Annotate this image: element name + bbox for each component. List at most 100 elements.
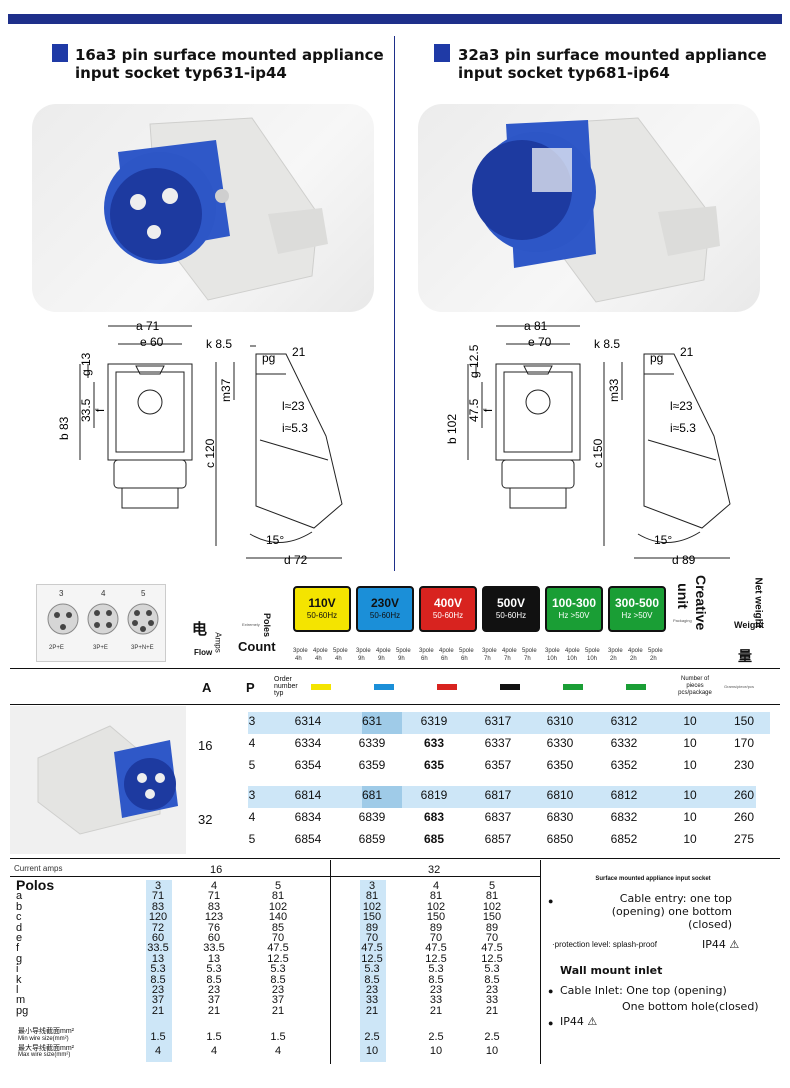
dims-cell: 2.5 xyxy=(428,1031,444,1043)
dims-cell: 89 xyxy=(429,921,443,934)
voltage-color-chip xyxy=(311,684,331,690)
dims-cell: 72 xyxy=(151,921,165,934)
col-header-p: P xyxy=(246,680,255,695)
dim-k-right: k 8.5 xyxy=(594,337,620,351)
hours-label: 4h xyxy=(335,656,342,662)
dims-cell: 81 xyxy=(271,890,285,903)
notes-ip44-b: IP44 ⚠ xyxy=(560,1015,598,1028)
dim-angle-right: 15° xyxy=(654,533,672,547)
dim-d-right: d 89 xyxy=(672,553,696,567)
order-pcs-cell: 10 xyxy=(683,788,697,802)
title-marker-left xyxy=(52,44,68,62)
order-number-cell: 6839 xyxy=(358,810,386,824)
notes-divider xyxy=(540,860,541,1064)
dim-fval-left: 33.5 xyxy=(79,398,93,422)
dims-cell: 102 xyxy=(268,900,288,913)
pole-label: 5pole xyxy=(459,648,474,654)
dims-cell: 21 xyxy=(485,1004,499,1017)
col-header-a: A xyxy=(202,680,212,695)
dims-cell: 5.3 xyxy=(150,963,166,976)
dims-min-wire-en: Min wire size(mm²) xyxy=(18,1036,69,1042)
dims-cell: 13 xyxy=(207,952,221,965)
hours-label: 2h xyxy=(630,656,637,662)
order-number-cell: 6330 xyxy=(546,736,574,750)
dims-row-label: f xyxy=(16,942,20,955)
order-number-cell: 6352 xyxy=(610,758,638,772)
order-weight-cell: 260 xyxy=(733,788,755,802)
order-number-cell: 681 xyxy=(361,788,383,802)
notes-bottom-hole: One bottom hole(closed) xyxy=(622,1000,759,1013)
dims-cell: 12.5 xyxy=(481,952,503,965)
dims-amps-16: 16 xyxy=(210,864,223,876)
dims-cell: 83 xyxy=(207,900,221,913)
pole-label: 3pole xyxy=(356,648,371,654)
order-poles-value: 4 xyxy=(248,736,256,750)
right-product-title: 32a3 pin surface mounted appliance input… xyxy=(458,46,788,82)
dims-cell: 102 xyxy=(482,900,502,913)
left-title-line1: 16a3 pin surface mounted appliance xyxy=(75,46,384,64)
notes-wall-mount: Wall mount inlet xyxy=(560,964,663,977)
dims-row-label: k xyxy=(16,973,22,986)
dims-pole-head: 5 xyxy=(274,880,282,892)
order-number-cell: 6332 xyxy=(610,736,638,750)
header-flow: Flow xyxy=(194,648,213,657)
dims-cell: 21 xyxy=(207,1004,221,1017)
dim-c-right: c 150 xyxy=(591,438,605,468)
pole-label: 4pole xyxy=(439,648,454,654)
dims-cell: 85 xyxy=(271,921,285,934)
dim-fval-right: 47.5 xyxy=(467,398,481,422)
pole-label: 3pole xyxy=(293,648,308,654)
warning-icon-2: ⚠ xyxy=(587,1015,598,1028)
hours-label: 6h xyxy=(421,656,428,662)
dims-cell: 70 xyxy=(485,932,499,944)
dims-cell: 8.5 xyxy=(270,973,286,986)
dims-cell: 4 xyxy=(210,1045,218,1057)
dim-g-left: g 13 xyxy=(79,352,93,376)
pole-label: 5pole xyxy=(333,648,348,654)
dims-row-label: l xyxy=(16,984,19,996)
dims-cell: 70 xyxy=(429,932,443,944)
pole-label: 3pole xyxy=(545,648,560,654)
order-number-cell: 6812 xyxy=(610,788,638,802)
left-title-line2: input socket typ631-ip44 xyxy=(75,64,287,82)
header-liang: 量 xyxy=(738,648,752,664)
hours-label: 9h xyxy=(358,656,365,662)
hours-label: 9h xyxy=(398,656,405,662)
dims-cell: 37 xyxy=(271,994,285,1007)
dims-cell: 21 xyxy=(271,1004,285,1017)
dim-m-left: m37 xyxy=(219,378,233,402)
hours-label: 7h xyxy=(524,656,531,662)
dims-cell: 5.3 xyxy=(270,963,286,976)
dims-cell: 1.5 xyxy=(270,1031,286,1043)
dims-cell: 21 xyxy=(429,1004,443,1017)
col-header-grams: Grams/piece/pcs xyxy=(724,684,755,689)
dims-cell: 12.5 xyxy=(425,952,447,965)
dims-cell: 23 xyxy=(429,984,443,996)
dims-cell: 150 xyxy=(426,911,446,924)
dim-a-right: a 81 xyxy=(524,319,548,333)
dims-cell: 2.5 xyxy=(484,1031,500,1043)
right-title-line1: 32a3 pin surface mounted appliance xyxy=(458,46,767,64)
order-number-cell: 6310 xyxy=(546,714,574,728)
dims-cell: 4 xyxy=(274,1045,282,1057)
dims-cell: 10 xyxy=(365,1045,379,1057)
order-pcs-cell: 10 xyxy=(683,832,697,846)
order-number-cell: 6834 xyxy=(294,810,322,824)
pole-label: 4pole xyxy=(502,648,517,654)
order-pcs-cell: 10 xyxy=(683,736,697,750)
dim-k-left: k 8.5 xyxy=(206,337,232,351)
dims-cell: 2.5 xyxy=(364,1031,380,1043)
order-number-cell: 6832 xyxy=(610,810,638,824)
pole-label: 5pole xyxy=(648,648,663,654)
header-net-weight: Net weight xyxy=(752,577,764,629)
header-dian: 电 xyxy=(192,621,208,638)
pole-label: 4pole xyxy=(565,648,580,654)
order-weight-cell: 150 xyxy=(733,714,755,728)
hours-label: 10h xyxy=(547,656,558,662)
dims-cell: 33.5 xyxy=(147,942,169,955)
hours-label: 6h xyxy=(441,656,448,662)
left-product-photo xyxy=(32,104,374,312)
